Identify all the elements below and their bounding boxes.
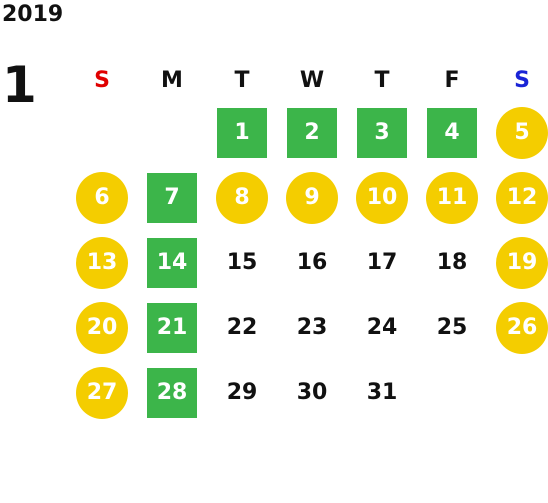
day-number: 31 xyxy=(366,380,398,405)
day-cell[interactable]: 12 xyxy=(487,165,548,230)
day-number: 18 xyxy=(436,250,468,275)
day-number: 25 xyxy=(436,315,468,340)
day-cell[interactable]: 19 xyxy=(487,230,548,295)
weekday-header: S xyxy=(94,67,110,93)
day-cell[interactable]: 2 xyxy=(277,100,347,165)
weekday-header: F xyxy=(444,67,460,93)
day-cell[interactable]: 8 xyxy=(207,165,277,230)
day-number: 29 xyxy=(226,380,258,405)
day-cell[interactable]: 17 xyxy=(347,230,417,295)
day-cell[interactable]: 9 xyxy=(277,165,347,230)
highlighted-day-number: 21 xyxy=(147,302,197,353)
holiday-day-number: 11 xyxy=(426,171,478,224)
day-cell[interactable]: 25 xyxy=(417,295,487,360)
empty-cell xyxy=(137,100,207,165)
day-cell[interactable]: 29 xyxy=(207,360,277,425)
weekday-header: T xyxy=(234,67,250,93)
day-number: 17 xyxy=(366,250,398,275)
highlighted-day-number: 2 xyxy=(287,107,337,158)
holiday-day-number: 19 xyxy=(496,236,548,289)
year-label: 2019 xyxy=(2,2,64,27)
day-cell[interactable]: 24 xyxy=(347,295,417,360)
day-cell[interactable]: 16 xyxy=(277,230,347,295)
day-cell[interactable]: 26 xyxy=(487,295,548,360)
highlighted-day-number: 1 xyxy=(217,107,267,158)
day-cell[interactable]: 7 xyxy=(137,165,207,230)
holiday-day-number: 13 xyxy=(76,236,128,289)
holiday-day-number: 8 xyxy=(216,171,268,224)
day-cell[interactable]: 18 xyxy=(417,230,487,295)
empty-cell xyxy=(67,100,137,165)
highlighted-day-number: 28 xyxy=(147,367,197,418)
holiday-day-number: 26 xyxy=(496,301,548,354)
highlighted-day-number: 4 xyxy=(427,107,477,158)
weekday-header: M xyxy=(161,67,183,93)
holiday-day-number: 10 xyxy=(356,171,408,224)
day-number: 22 xyxy=(226,315,258,340)
day-cell[interactable]: 31 xyxy=(347,360,417,425)
highlighted-day-number: 14 xyxy=(147,237,197,288)
day-cell[interactable]: 14 xyxy=(137,230,207,295)
highlighted-day-number: 3 xyxy=(357,107,407,158)
day-cell[interactable]: 11 xyxy=(417,165,487,230)
weekday-header: T xyxy=(374,67,390,93)
day-cell[interactable]: 6 xyxy=(67,165,137,230)
day-cell[interactable]: 4 xyxy=(417,100,487,165)
weekday-header: S xyxy=(514,67,530,93)
holiday-day-number: 27 xyxy=(76,366,128,419)
day-cell[interactable]: 20 xyxy=(67,295,137,360)
holiday-day-number: 12 xyxy=(496,171,548,224)
weekday-header: W xyxy=(299,67,325,93)
day-number: 23 xyxy=(296,315,328,340)
day-cell[interactable]: 3 xyxy=(347,100,417,165)
day-cell[interactable]: 27 xyxy=(67,360,137,425)
holiday-day-number: 9 xyxy=(286,171,338,224)
month-number: 1 xyxy=(2,56,37,114)
day-cell[interactable]: 23 xyxy=(277,295,347,360)
day-cell[interactable]: 21 xyxy=(137,295,207,360)
day-cell[interactable]: 22 xyxy=(207,295,277,360)
day-number: 16 xyxy=(296,250,328,275)
day-number: 30 xyxy=(296,380,328,405)
day-cell[interactable]: 30 xyxy=(277,360,347,425)
day-cell[interactable]: 5 xyxy=(487,100,548,165)
day-cell[interactable]: 1 xyxy=(207,100,277,165)
highlighted-day-number: 7 xyxy=(147,172,197,223)
holiday-day-number: 20 xyxy=(76,301,128,354)
day-cell[interactable]: 15 xyxy=(207,230,277,295)
day-number: 15 xyxy=(226,250,258,275)
holiday-day-number: 5 xyxy=(496,106,548,159)
day-cell[interactable]: 13 xyxy=(67,230,137,295)
holiday-day-number: 6 xyxy=(76,171,128,224)
day-cell[interactable]: 28 xyxy=(137,360,207,425)
day-number: 24 xyxy=(366,315,398,340)
day-cell[interactable]: 10 xyxy=(347,165,417,230)
